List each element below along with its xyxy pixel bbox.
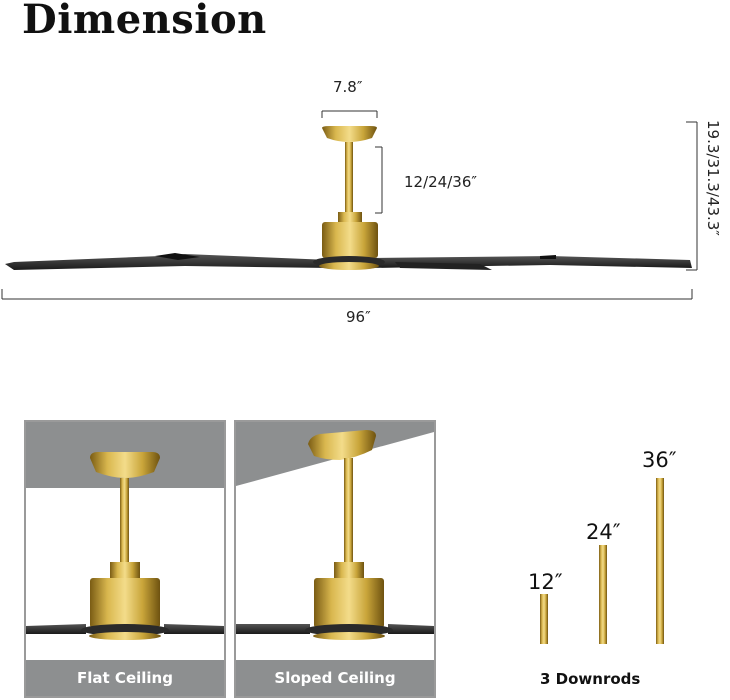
flat-ceiling-panel: Flat Ceiling [24,420,226,698]
downrod-24-label: 24″ [586,520,621,544]
sloped-ceiling-panel: Sloped Ceiling [234,420,436,698]
fan-blades [5,253,692,270]
downrod-12 [540,594,548,644]
downrod-24 [599,545,607,644]
span-bracket [1,289,693,300]
fan-dimension-diagram [1,110,698,300]
downrods-caption: 3 Downrods [540,670,641,688]
flat-ceiling-caption: Flat Ceiling [26,660,224,696]
sloped-ceiling-caption: Sloped Ceiling [236,660,434,696]
downrod-length-label: 12/24/36″ [404,173,477,191]
canopy-width-label: 7.8″ [333,78,363,96]
fan-body [313,126,385,270]
sloped-ceiling-illustration [236,422,434,640]
page-title: Dimension [22,0,267,43]
span-label: 96″ [346,308,371,326]
downrod-12-label: 12″ [528,570,563,594]
downrod-36-label: 36″ [642,448,677,472]
canopy-width-bracket [321,110,378,118]
flat-ceiling-illustration [26,422,224,640]
height-bracket [686,121,698,271]
downrod-bracket [375,146,383,214]
total-height-label: 19.3/31.3/43.3″ [704,120,722,236]
downrod-36 [656,478,664,644]
